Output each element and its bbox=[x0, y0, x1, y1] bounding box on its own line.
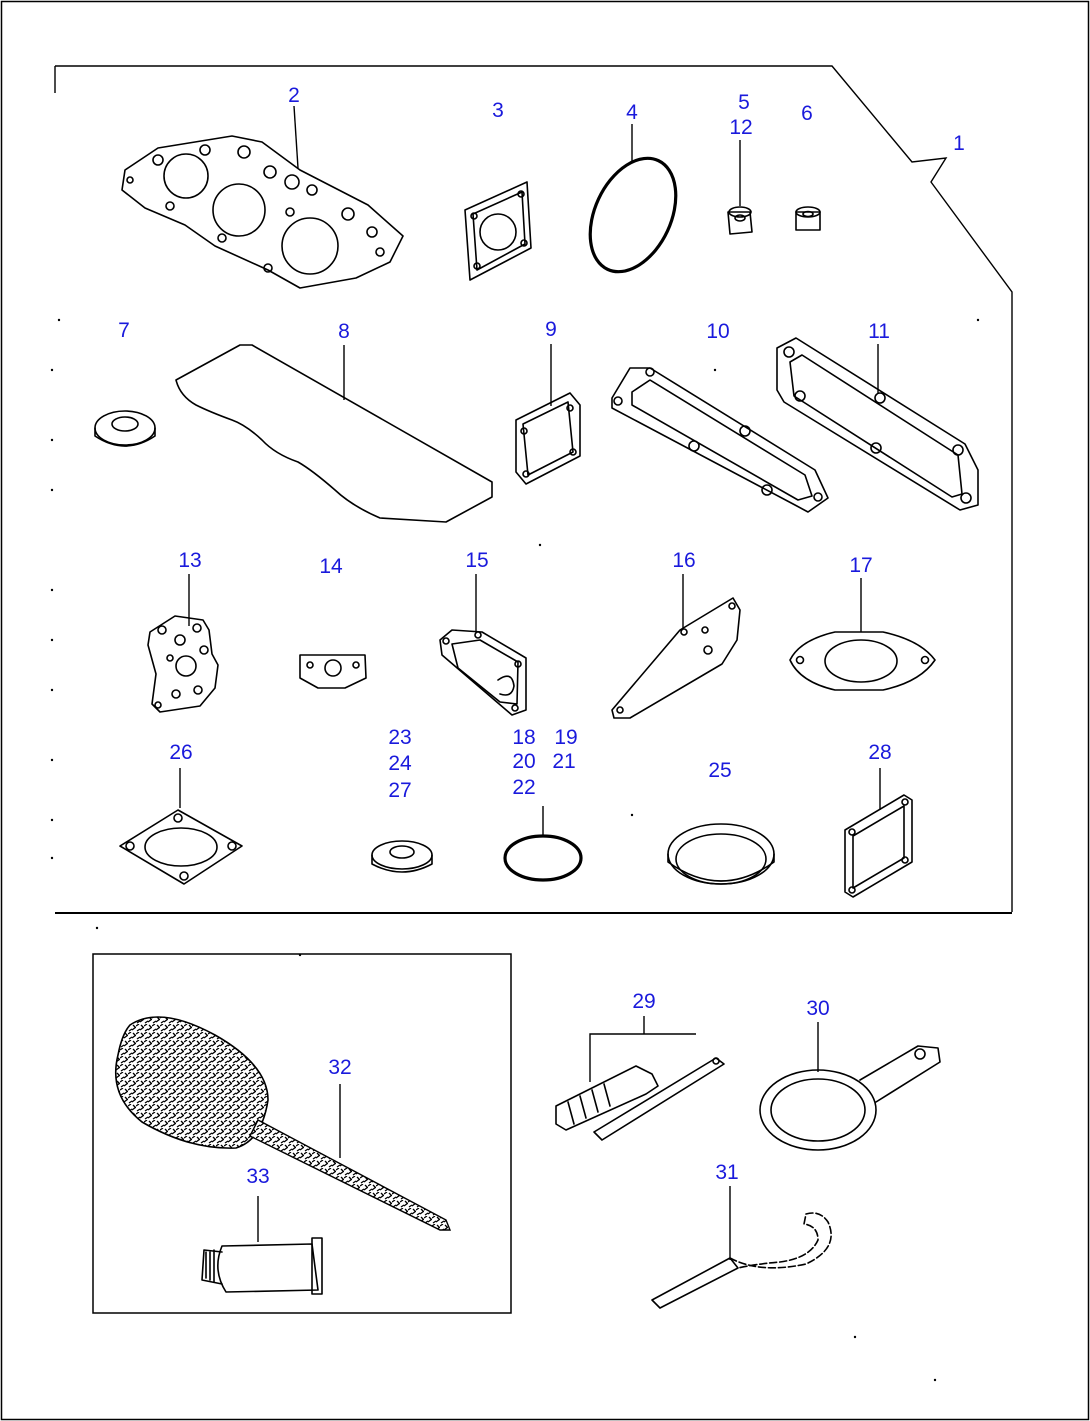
callout-26: 26 bbox=[169, 741, 193, 764]
callout-14: 14 bbox=[319, 555, 343, 578]
callout-23: 23 bbox=[388, 726, 412, 749]
callout-12: 12 bbox=[729, 116, 753, 139]
callout-15: 15 bbox=[465, 549, 489, 572]
part-29-tool bbox=[555, 1057, 725, 1141]
callout-31: 31 bbox=[715, 1161, 739, 1184]
part-23-seal bbox=[371, 840, 433, 873]
part-10-manifold-gasket bbox=[611, 367, 829, 513]
callout-11: 11 bbox=[868, 320, 890, 343]
part-7-washer bbox=[94, 410, 156, 447]
part-11-manifold-gasket bbox=[776, 337, 979, 511]
kit-boundary bbox=[55, 65, 1013, 912]
part-18-o-ring bbox=[503, 834, 583, 882]
callout-8: 8 bbox=[338, 320, 350, 343]
callout-20: 20 bbox=[512, 750, 536, 773]
part-15-gasket bbox=[439, 629, 527, 716]
part-28-gasket bbox=[844, 794, 913, 898]
part-8-cover-gasket bbox=[175, 344, 493, 523]
callout-32: 32 bbox=[328, 1056, 352, 1079]
callout-1: 1 bbox=[953, 132, 965, 155]
callout-27: 27 bbox=[388, 779, 412, 802]
part-32-brush bbox=[114, 1016, 452, 1231]
tool-box-frame bbox=[92, 953, 512, 1314]
part-5-valve-seal bbox=[727, 206, 753, 235]
callout-9: 9 bbox=[545, 318, 557, 341]
callout-19: 19 bbox=[554, 726, 578, 749]
callout-28: 28 bbox=[868, 741, 892, 764]
callout-5: 5 bbox=[738, 91, 750, 114]
callout-30: 30 bbox=[806, 997, 830, 1020]
part-13-gasket bbox=[147, 615, 219, 713]
callout-10: 10 bbox=[706, 320, 730, 343]
part-26-gasket bbox=[119, 809, 243, 885]
part-25-ring bbox=[667, 823, 775, 885]
callout-29: 29 bbox=[632, 990, 656, 1013]
callout-13: 13 bbox=[178, 549, 202, 572]
callout-25: 25 bbox=[708, 759, 732, 782]
part-14-gasket bbox=[299, 654, 367, 689]
callout-22: 22 bbox=[512, 776, 536, 799]
part-9-gasket bbox=[515, 392, 581, 485]
callout-4: 4 bbox=[626, 101, 638, 124]
part-3-gasket bbox=[464, 181, 532, 281]
callout-18: 18 bbox=[512, 726, 536, 749]
callout-7: 7 bbox=[118, 319, 130, 342]
part-30-wrench bbox=[759, 1045, 941, 1151]
callout-2: 2 bbox=[288, 84, 300, 107]
callout-21: 21 bbox=[552, 750, 576, 773]
callout-16: 16 bbox=[672, 549, 696, 572]
part-33-tube bbox=[201, 1237, 323, 1295]
callout-24: 24 bbox=[388, 752, 412, 775]
part-4-o-ring bbox=[588, 156, 678, 274]
callout-3: 3 bbox=[492, 99, 504, 122]
part-2-head-gasket bbox=[121, 135, 404, 289]
callout-33: 33 bbox=[246, 1165, 270, 1188]
part-17-gasket bbox=[789, 631, 936, 691]
part-31-spanner bbox=[651, 1212, 832, 1309]
callout-17: 17 bbox=[849, 554, 873, 577]
artifact-dots bbox=[50, 318, 980, 1382]
part-6-valve-seal bbox=[795, 206, 821, 231]
part-16-gasket bbox=[611, 597, 741, 719]
callout-6: 6 bbox=[801, 102, 813, 125]
